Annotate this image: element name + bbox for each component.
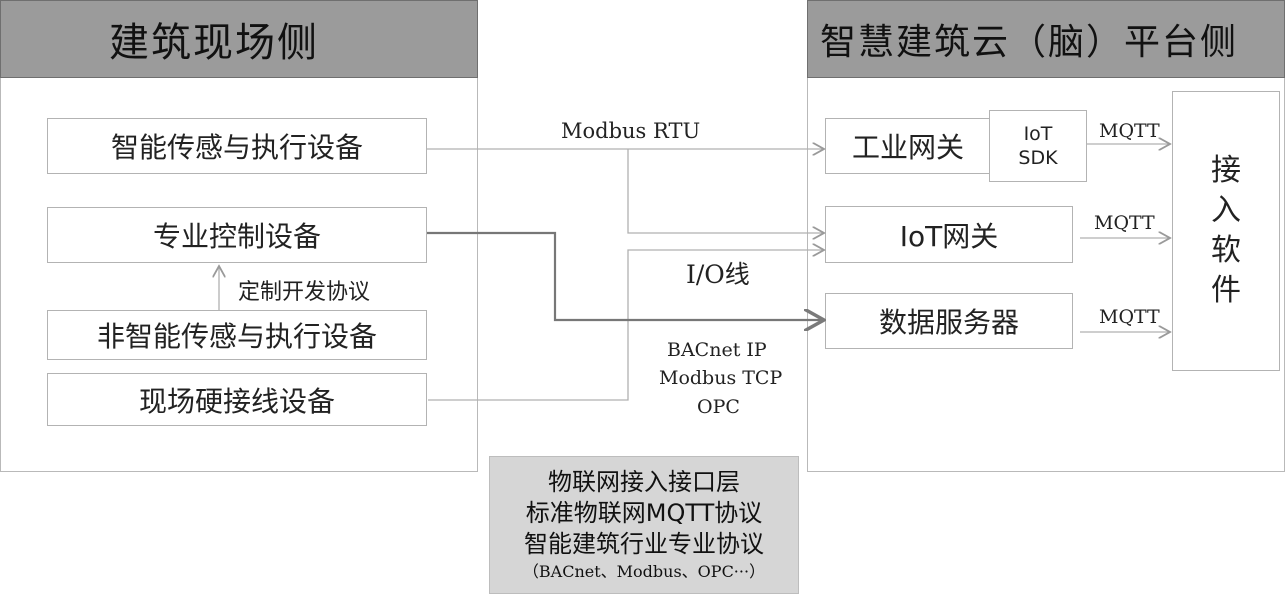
iot-sdk-line2: SDK [1018,147,1058,169]
iot-sdk-box: IoT SDK [989,110,1087,182]
custom-protocol-label: 定制开发协议 [238,280,371,305]
access-software-char-4: 件 [1211,273,1241,308]
iot-sdk-line1: IoT [1023,123,1053,145]
industrial-gateway-box: 工业网关 [825,118,991,174]
modbus-rtu-label: Modbus RTU [561,119,701,143]
smart-sensor-device-box: 智能传感与执行设备 [47,118,427,174]
modbus-rtu-branch-line [627,149,824,233]
professional-protocol-line [427,231,824,320]
professional-control-device-box: 专业控制设备 [47,207,427,263]
access-software-char-3: 软 [1211,233,1241,268]
legend-line-industry-protocol: 智能建筑行业专业协议 [524,529,764,558]
legend-line-mqtt: 标准物联网MQTT协议 [525,498,763,527]
legend-line-interface-layer: 物联网接入接口层 [548,467,740,496]
mqtt-label-3: MQTT [1099,306,1160,328]
mqtt-label-2: MQTT [1094,212,1155,234]
opc-label: OPC [697,396,740,418]
legend-line-protocol-examples: （BACnet、Modbus、OPC···） [522,561,766,581]
hardwired-device-box: 现场硬接线设备 [47,373,427,426]
iot-interface-layer-legend: 物联网接入接口层 标准物联网MQTT协议 智能建筑行业专业协议 （BACnet、… [489,456,799,594]
iot-gateway-box: IoT网关 [825,206,1073,263]
mqtt-label-1: MQTT [1099,120,1160,142]
io-line [428,250,824,401]
cloud-platform-title: 智慧建筑云（脑）平台侧 [807,0,1285,78]
access-software-box: 接 入 软 件 [1172,91,1280,371]
site-side-title: 建筑现场侧 [0,0,478,78]
access-software-char-2: 入 [1211,193,1241,228]
data-server-box: 数据服务器 [825,293,1073,349]
non-smart-sensor-device-box: 非智能传感与执行设备 [47,310,427,360]
bacnet-ip-label: BACnet IP [667,339,767,361]
io-line-label: I/O线 [686,260,750,289]
access-software-char-1: 接 [1211,153,1241,188]
modbus-tcp-label: Modbus TCP [659,367,783,389]
